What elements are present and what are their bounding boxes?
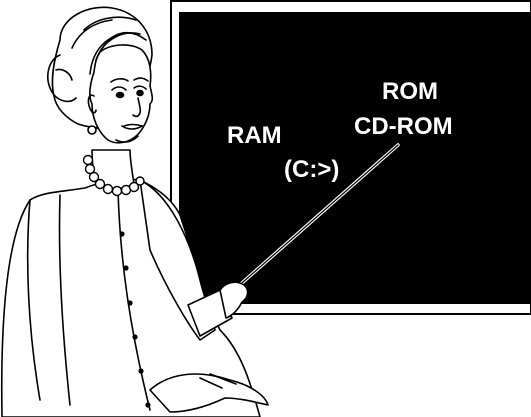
board-word-rom: ROM	[382, 78, 438, 105]
blouse-buttons	[119, 231, 151, 408]
board-word-cd-rom: CD-ROM	[354, 113, 453, 140]
chalkboard	[170, 0, 531, 315]
pointer-stick	[232, 143, 400, 292]
teacher-figure	[0, 6, 269, 417]
pearl-necklace	[82, 154, 145, 197]
board-word-c-prompt: (C:>)	[284, 156, 340, 183]
board-word-ram: RAM	[227, 122, 282, 149]
